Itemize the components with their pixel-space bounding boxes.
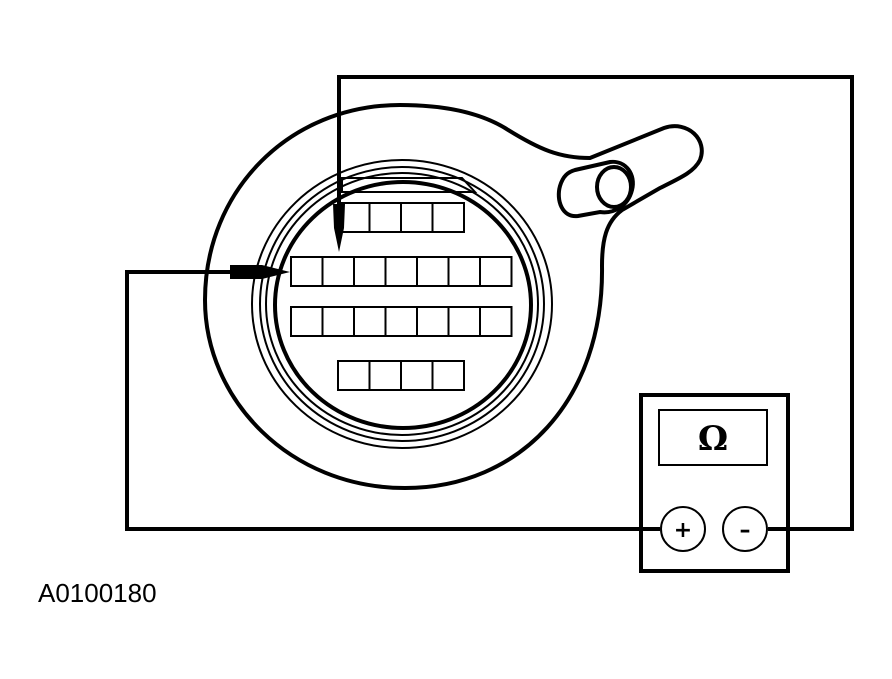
cavity-row-3 <box>290 306 513 337</box>
connector-cavity <box>479 306 513 337</box>
connector-housing <box>202 102 704 491</box>
positive-terminal-symbol: + <box>674 518 692 543</box>
latch-post <box>556 159 635 219</box>
positive-terminal <box>660 506 706 552</box>
ohm-symbol: Ω <box>698 419 728 459</box>
test-lead-wires <box>125 75 854 531</box>
cavity-row-2 <box>290 256 513 287</box>
connector-cavity <box>416 256 450 287</box>
connector-cavity <box>431 360 465 391</box>
cavity-row-1 <box>337 202 465 233</box>
ohmmeter: Ω + – <box>639 393 790 573</box>
connector-cavity <box>290 306 324 337</box>
negative-terminal <box>722 506 768 552</box>
connector-cavity <box>368 360 402 391</box>
negative-terminal-symbol: – <box>740 518 751 543</box>
connector-cavity <box>290 256 324 287</box>
positive-lead-wire <box>125 270 660 531</box>
connector-cavity <box>447 256 481 287</box>
connector-face <box>251 159 553 449</box>
connector-cavity <box>384 306 418 337</box>
connector-cavity <box>337 360 371 391</box>
connector-cavity <box>368 202 402 233</box>
figure-id-label: A0100180 <box>38 578 157 608</box>
connector-cavity <box>400 202 434 233</box>
connector-cavity <box>384 256 418 287</box>
connector-cavity <box>479 256 513 287</box>
negative-lead-wire <box>337 75 854 531</box>
cavity-row-4 <box>337 360 465 391</box>
connector-cavity <box>321 256 355 287</box>
connector-cavity <box>416 306 450 337</box>
vertical-probe <box>333 204 345 252</box>
connector-cavity <box>447 306 481 337</box>
connector-cavity <box>400 360 434 391</box>
connector-cavity <box>353 306 387 337</box>
connector-cavity <box>321 306 355 337</box>
ohmmeter-display <box>658 409 768 466</box>
horizontal-probe <box>230 265 290 279</box>
ohmmeter-body <box>639 393 790 573</box>
connector-cavity <box>431 202 465 233</box>
connector-cavity <box>353 256 387 287</box>
